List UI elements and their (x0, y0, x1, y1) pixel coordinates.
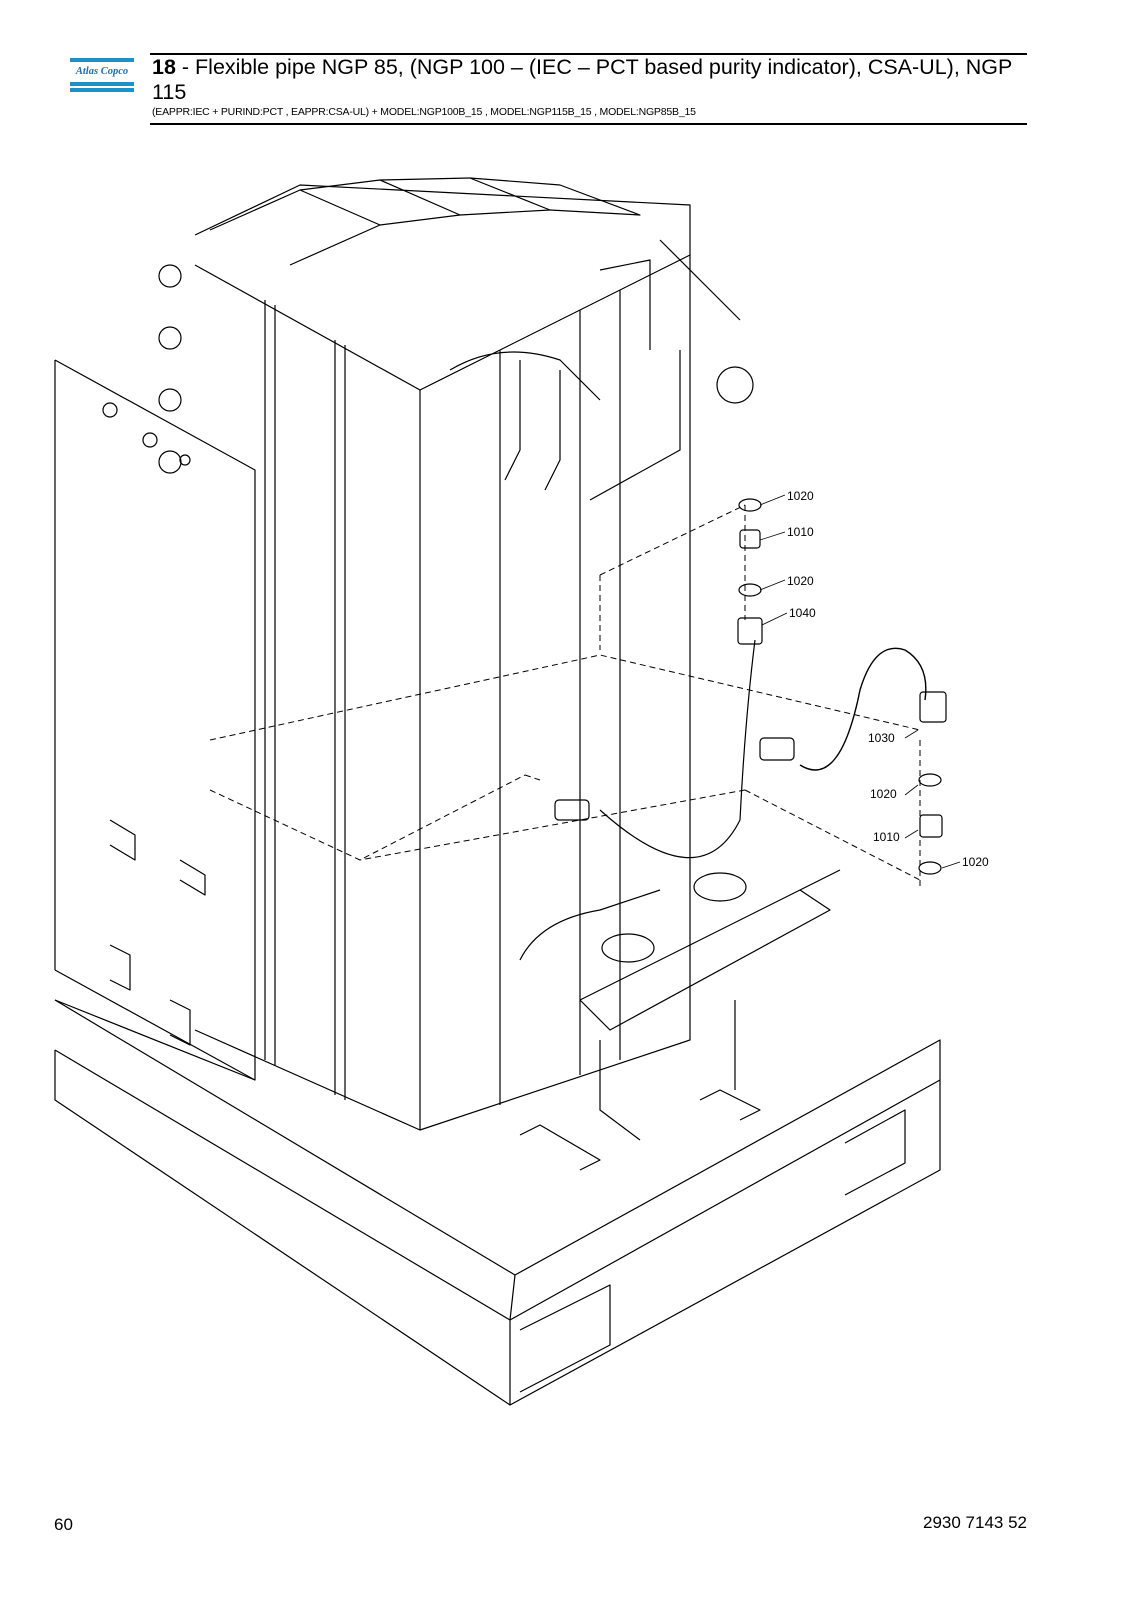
control-panel (54, 359, 256, 1081)
document-number: 2930 7143 52 (923, 1513, 1027, 1532)
pressure-gauges (158, 264, 182, 474)
page-subtitle: (EAPPR:IEC + PURIND:PCT , EAPPR:CSA-UL) … (152, 106, 696, 118)
upper-piping (449, 239, 754, 501)
flexible-hose-2 (599, 639, 756, 859)
title-text: - Flexible pipe NGP 85, (NGP 100 – (IEC … (152, 55, 1012, 104)
flexible-hose (799, 647, 927, 771)
callout-1020-a: 1020 (787, 489, 814, 503)
lower-manifold (519, 869, 841, 1171)
callout-1010-b: 1010 (873, 830, 900, 844)
header-rule-top (150, 53, 1027, 55)
page-title: 18 - Flexible pipe NGP 85, (NGP 100 – (I… (152, 55, 1027, 105)
skid-base (54, 999, 941, 1406)
callout-1020-c: 1020 (870, 787, 897, 801)
page-number: 60 (54, 1515, 73, 1534)
column-tower (194, 177, 691, 1131)
header-rule-bottom (150, 123, 1027, 125)
callout-1010-a: 1010 (787, 525, 814, 539)
callout-leaders (759, 494, 961, 869)
title-number: 18 (152, 55, 176, 79)
exploded-fittings (554, 498, 947, 875)
assembly-lines (209, 504, 921, 890)
logo-text: Atlas Copco (75, 66, 129, 77)
callout-1020-d: 1020 (962, 855, 989, 869)
callout-1020-b: 1020 (787, 574, 814, 588)
atlas-copco-logo: Atlas Copco (70, 58, 134, 94)
callout-1030: 1030 (868, 731, 895, 745)
callout-1040: 1040 (789, 606, 816, 620)
